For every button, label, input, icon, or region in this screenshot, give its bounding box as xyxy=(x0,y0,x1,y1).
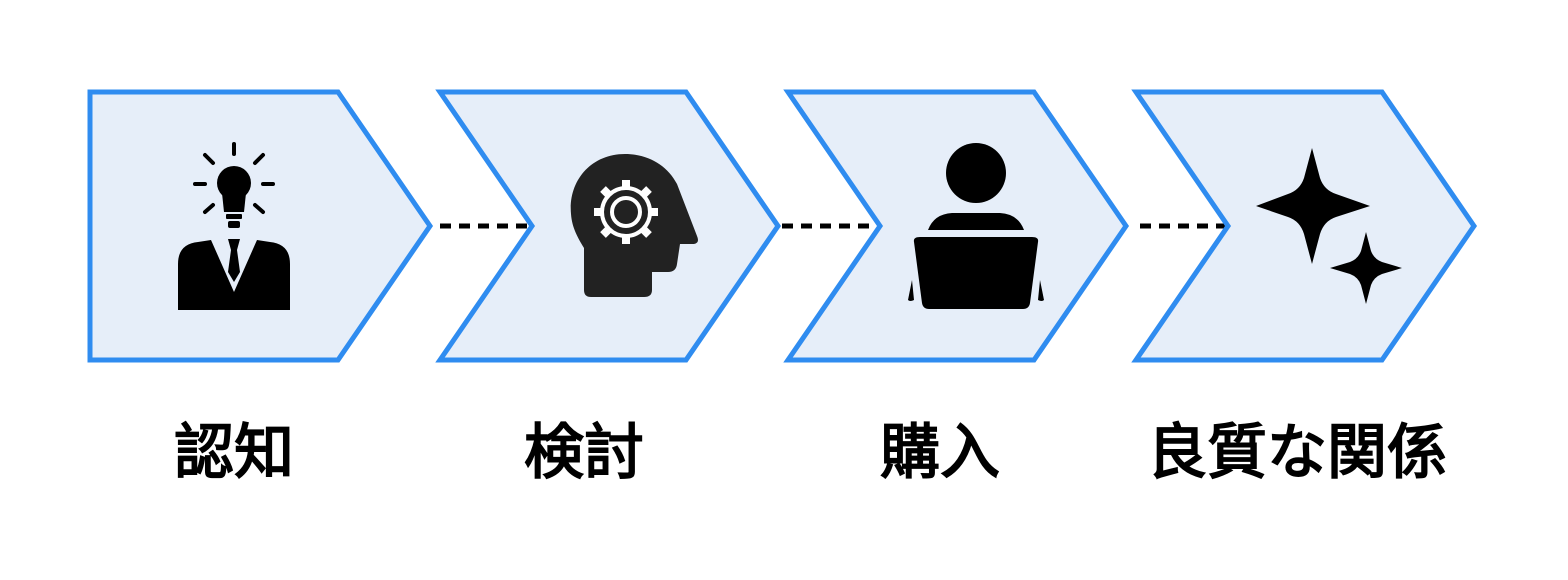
step-good-relationship xyxy=(1131,89,1478,363)
person-lightbulb-icon xyxy=(178,142,290,310)
step-label-awareness: 認知 xyxy=(174,418,294,488)
chevron-awareness xyxy=(87,89,434,363)
person-laptop-icon xyxy=(908,143,1044,309)
head-gear-icon xyxy=(570,154,698,297)
step-label-good-relationship: 良質な関係 xyxy=(1147,418,1447,488)
step-label-purchase: 購入 xyxy=(880,418,1000,488)
step-label-consideration: 検討 xyxy=(524,418,644,488)
step-purchase xyxy=(783,89,1130,363)
step-consideration xyxy=(435,89,782,363)
step-awareness xyxy=(87,89,434,363)
sparkles-icon xyxy=(1256,148,1402,304)
